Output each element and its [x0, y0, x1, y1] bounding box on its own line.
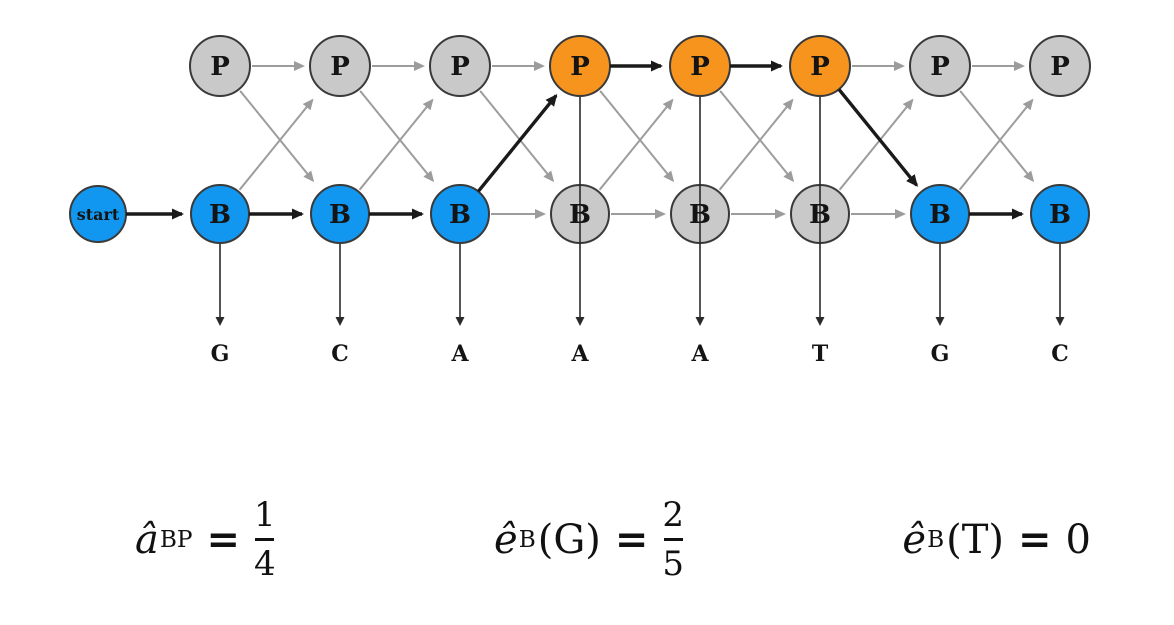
transition-arrow-B5-P6: [718, 98, 794, 191]
transition-arrow-B4-P5: [598, 98, 674, 191]
b-state-label-col1: B: [209, 200, 231, 230]
fraction: 2 5: [662, 498, 684, 581]
b-state-label-col5: B: [689, 200, 711, 230]
transition-arrow-P5-B6: [719, 90, 795, 183]
b-state-label-col7: B: [929, 200, 951, 230]
b-state-label-col4: B: [569, 200, 591, 230]
equals-sign: =: [1018, 516, 1052, 563]
formula-subscript: B: [518, 526, 536, 553]
transition-arrow-P7-B8: [959, 90, 1035, 183]
p-state-label-col6: P: [810, 52, 830, 82]
b-state-label-col6: B: [809, 200, 831, 230]
transition-arrow-P1-B2: [239, 90, 315, 183]
transition-arrow-P4-B5: [599, 90, 675, 183]
emission-letter-col5: A: [690, 341, 709, 367]
fraction-bar: [255, 538, 275, 541]
b-state-node-col8-active: [1030, 184, 1090, 244]
p-state-label-col4: P: [570, 52, 590, 82]
transition-arrow-B1-P2: [238, 98, 314, 191]
emission-letter-col1: G: [211, 341, 230, 367]
emission-letter-col7: G: [931, 341, 950, 367]
transition-arrow-B3-P4-active: [476, 93, 558, 193]
formula-variable: ê: [902, 516, 927, 563]
formula-variable: ê: [494, 516, 518, 563]
formula-subscript: B: [927, 526, 945, 553]
transition-arrow-B7-P8: [958, 98, 1034, 191]
formula-value: 0: [1065, 516, 1091, 563]
b-state-label-col3: B: [449, 200, 471, 230]
p-state-node-col3: [429, 35, 491, 97]
p-state-label-col8: P: [1050, 52, 1070, 82]
p-state-node-col2: [309, 35, 371, 97]
start-label: start: [77, 205, 120, 224]
emission-letter-col2: C: [331, 341, 349, 367]
p-state-node-col6-active: [789, 35, 851, 97]
formula-argument: (G): [537, 516, 601, 563]
p-state-node-col7: [909, 35, 971, 97]
p-state-label-col2: P: [330, 52, 350, 82]
p-state-label-col1: P: [210, 52, 230, 82]
p-state-label-col5: P: [690, 52, 710, 82]
transition-arrow-P3-B4: [479, 90, 555, 183]
transition-arrow-P2-B3: [359, 90, 435, 183]
p-state-label-col3: P: [450, 52, 470, 82]
p-state-node-col8: [1029, 35, 1091, 97]
p-state-label-col7: P: [930, 52, 950, 82]
emission-letter-col4: A: [570, 341, 589, 367]
equals-sign: =: [206, 516, 241, 563]
fraction: 1 4: [254, 498, 276, 581]
p-state-node-col1: [189, 35, 251, 97]
formula-argument: (T): [946, 516, 1005, 563]
fraction-denominator: 5: [662, 544, 685, 584]
emission-letter-col3: A: [450, 341, 469, 367]
fraction-bar: [663, 538, 683, 541]
transition-arrow-B2-P3: [358, 98, 434, 191]
formula-subscript: BP: [159, 526, 193, 553]
b-state-label-col2: B: [329, 200, 351, 230]
b-state-label-col8: B: [1049, 200, 1071, 230]
emission-letter-col6: T: [812, 341, 829, 367]
equals-sign: =: [614, 516, 649, 563]
transition-arrow-B6-P7: [838, 98, 914, 191]
b-state-node-col3-active: [430, 184, 490, 244]
formula-variable: â: [135, 516, 159, 563]
transition-arrow-P6-B7-active: [837, 88, 919, 187]
emission-letter-col8: C: [1051, 341, 1069, 367]
fraction-numerator: 1: [254, 495, 276, 535]
fraction-denominator: 4: [254, 544, 276, 584]
hmm-trellis-diagram: start P B G P B C P B A P B A P B A P B T P B G P B C: [69, 35, 1091, 367]
fraction-numerator: 2: [662, 495, 685, 535]
